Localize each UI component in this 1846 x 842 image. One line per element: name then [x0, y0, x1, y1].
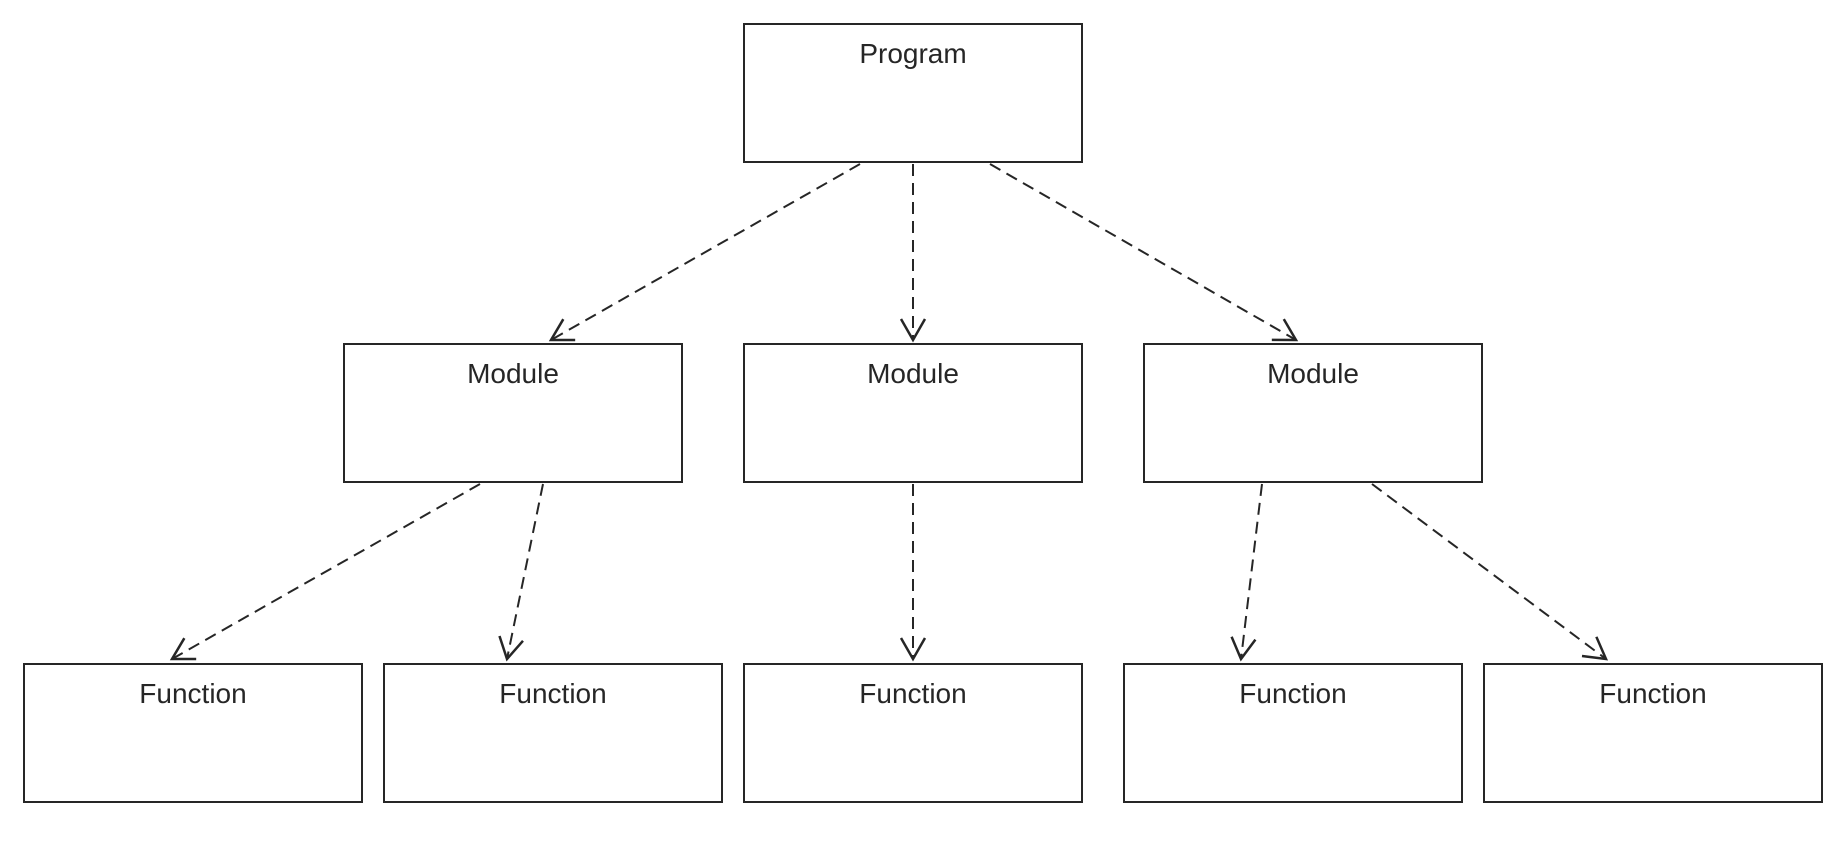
edge-program-module-1: [548, 163, 861, 342]
node-module-3-label: Module: [1267, 358, 1359, 389]
edge-module-3-function-5: [1371, 483, 1609, 661]
node-module-2-label: Module: [867, 358, 959, 389]
node-function-3: Function: [743, 663, 1083, 803]
node-program-label: Program: [859, 38, 967, 69]
node-module-3: Module: [1143, 343, 1483, 483]
edge-module-1-function-2: [498, 483, 544, 662]
node-module-1: Module: [343, 343, 683, 483]
node-function-5: Function: [1483, 663, 1823, 803]
node-program: Program: [743, 23, 1083, 163]
node-function-1: Function: [23, 663, 363, 803]
node-function-2: Function: [383, 663, 723, 803]
node-function-3-label: Function: [859, 678, 967, 709]
edge-module-1-function-1: [169, 483, 481, 661]
node-function-5-label: Function: [1599, 678, 1707, 709]
node-function-2-label: Function: [499, 678, 607, 709]
edge-program-module-3: [989, 163, 1299, 342]
node-module-2: Module: [743, 343, 1083, 483]
edge-module-3-function-4: [1230, 483, 1263, 662]
node-function-1-label: Function: [139, 678, 247, 709]
node-function-4-label: Function: [1239, 678, 1347, 709]
node-module-1-label: Module: [467, 358, 559, 389]
node-function-4: Function: [1123, 663, 1463, 803]
